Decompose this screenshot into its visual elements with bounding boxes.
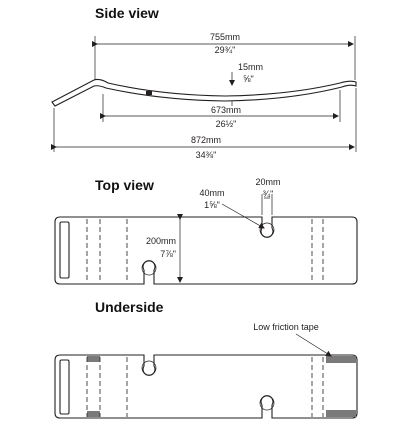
side-view-title: Side view: [95, 5, 159, 21]
tape-strip-left-bottom: [87, 411, 100, 417]
dim-200-in: 7⅞": [160, 249, 176, 259]
dim-40-in: 1⅝": [204, 200, 220, 210]
board-side-profile: [51, 78, 357, 107]
dim-20-mm: 20mm: [255, 177, 280, 187]
top-slot-right-ring: [259, 222, 275, 238]
dim-40-leader: [221, 203, 265, 229]
dim-20-in: ¾": [263, 189, 274, 199]
side-notch-mark: [146, 91, 152, 95]
dim-200-mm: 200mm: [146, 236, 176, 246]
tape-strip-right-bottom: [326, 410, 356, 417]
top-view-title: Top view: [95, 177, 154, 193]
dim-673-mm: 673mm: [211, 105, 241, 115]
top-slot-left-ring: [141, 260, 157, 276]
tape-strip-right-top: [326, 356, 356, 363]
tape-leader: [295, 333, 332, 357]
underside-section: Underside Low friction tape: [54, 299, 358, 419]
underside-title: Underside: [95, 299, 164, 315]
underside-handle-slot: [59, 359, 70, 415]
under-slot-right-ring: [259, 395, 275, 411]
dim-755-mm: 755mm: [210, 32, 240, 42]
dim-872-in: 34⅜": [196, 150, 217, 160]
dim-755-in: 29¾": [215, 45, 236, 55]
side-view-section: Side view 755mm 29¾" 15mm ⅝" 673mm 26½" …: [51, 5, 357, 160]
tape-label: Low friction tape: [253, 322, 319, 332]
dim-872-mm: 872mm: [191, 135, 221, 145]
board-top-outline: [54, 216, 358, 285]
dim-673-in: 26½": [216, 119, 237, 129]
top-view-section: Top view 200mm 7⅞" 20mm ¾" 40mm 1⅝": [54, 177, 358, 285]
dim-15-in: ⅝": [243, 74, 254, 84]
dim-40-mm: 40mm: [199, 188, 224, 198]
board-underside-outline: [54, 354, 358, 419]
top-handle-slot: [59, 221, 70, 279]
under-slot-left-ring: [141, 360, 157, 376]
tape-strip-left-top: [87, 356, 100, 362]
dim-15-mm: 15mm: [238, 62, 263, 72]
